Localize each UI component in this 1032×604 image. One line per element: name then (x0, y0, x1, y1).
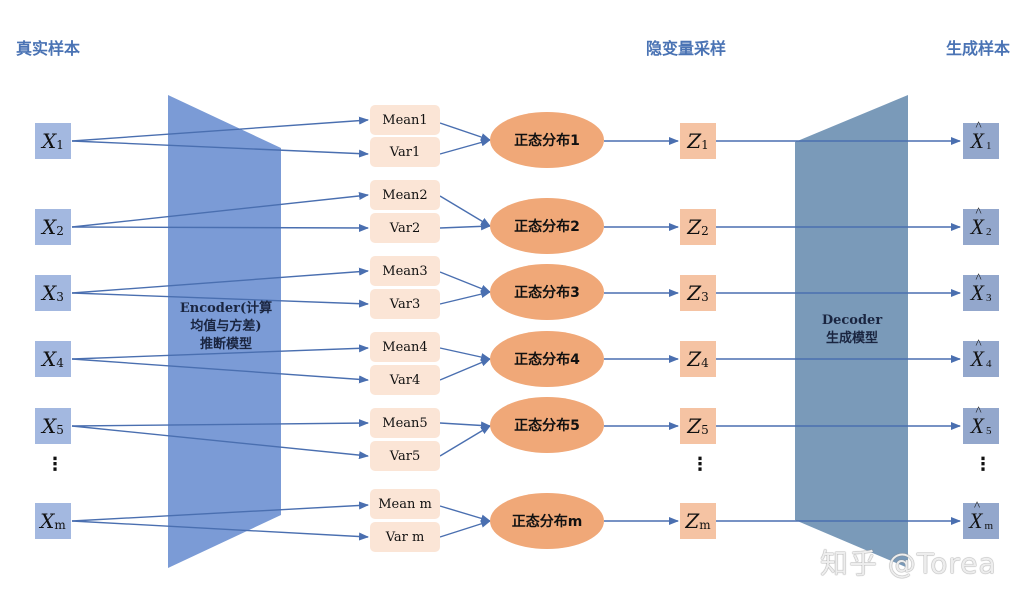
watermark: 知乎 @Torea (820, 547, 997, 580)
mean-box-3: Mean3 (370, 256, 440, 286)
output-ellipsis: ⋮ (974, 454, 992, 475)
arrows (71, 116, 961, 541)
var-box-3: Var3 (370, 289, 440, 319)
normal-distribution-m: 正态分布m (490, 493, 604, 549)
mean-box-1: Mean1 (370, 105, 440, 135)
header-generated-samples: 生成样本 (946, 39, 1011, 58)
output-xhat3: X3 (963, 270, 999, 311)
var-box-5: Var5 (370, 441, 440, 471)
output-xhat5: X5 (963, 403, 999, 444)
normal-distribution-4: 正态分布4 (490, 331, 604, 387)
mean-box-4: Mean4 (370, 332, 440, 362)
output-xhat1: X1 (963, 118, 999, 159)
var-box-2: Var2 (370, 213, 440, 243)
latent-ellipsis: ⋮ (691, 454, 709, 475)
header-real-samples: 真实样本 (16, 39, 81, 58)
output-xhatm: Xm (963, 498, 999, 539)
var-box-4: Var4 (370, 365, 440, 395)
var-box-m: Var m (370, 522, 440, 552)
normal-distribution-3: 正态分布3 (490, 264, 604, 320)
normal-distribution-1: 正态分布1 (490, 112, 604, 168)
output-xhat2: X2 (963, 204, 999, 245)
var-box-1: Var1 (370, 137, 440, 167)
header-latent-sampling: 隐变量采样 (646, 39, 727, 58)
encoder-label: Encoder(计算 均值与方差) 推断模型 (179, 301, 273, 352)
normal-distribution-2: 正态分布2 (490, 198, 604, 254)
decoder-shape (795, 95, 908, 568)
decoder-label: Decoder 生成模型 (821, 313, 883, 346)
mean-box-5: Mean5 (370, 408, 440, 438)
mean-box-2: Mean2 (370, 180, 440, 210)
output-xhat4: X4 (963, 336, 999, 377)
normal-distribution-5: 正态分布5 (490, 397, 604, 453)
mean-box-m: Mean m (370, 489, 440, 519)
input-ellipsis: ⋮ (46, 454, 64, 475)
